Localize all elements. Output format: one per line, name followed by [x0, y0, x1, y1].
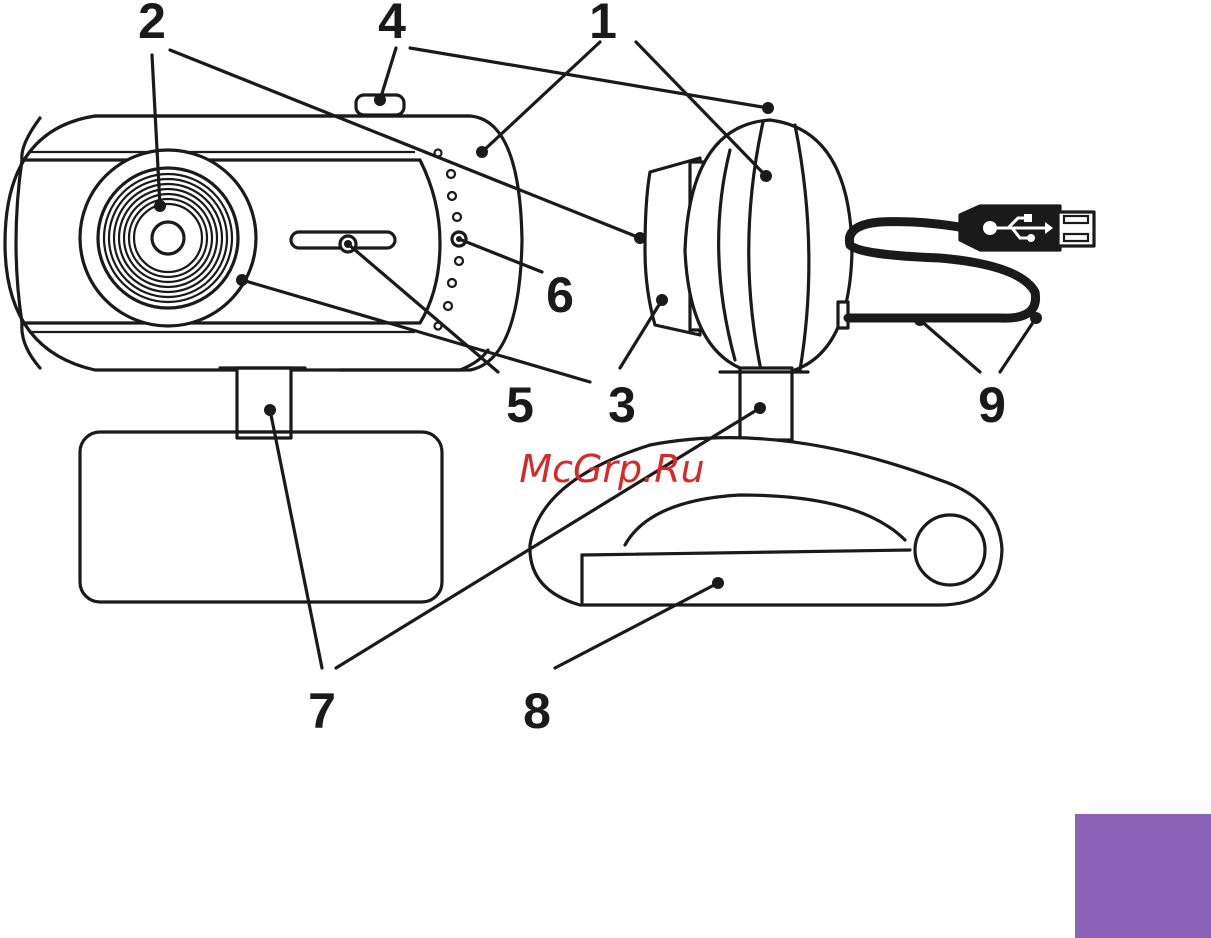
base-knob: [915, 515, 985, 585]
callout-8: 8: [523, 683, 551, 739]
corner-tab: [1075, 814, 1211, 938]
watermark: McGrp.Ru: [519, 447, 704, 491]
lens-glass: [152, 222, 184, 254]
callout-3: 3: [608, 377, 636, 433]
side-view-camera: [530, 120, 1094, 605]
front-clip-base: [80, 432, 442, 602]
front-view-camera: [5, 95, 522, 602]
callout-4: 4: [378, 0, 406, 49]
callout-5: 5: [506, 377, 534, 433]
callout-1: 1: [589, 0, 617, 49]
side-ball-head: [685, 120, 852, 375]
callout-9: 9: [978, 377, 1006, 433]
usb-plug: [960, 206, 1094, 250]
side-neck: [740, 368, 792, 440]
callout-2: 2: [138, 0, 166, 49]
front-neck: [237, 368, 291, 438]
lens-ring: [80, 150, 256, 326]
callout-6: 6: [546, 267, 574, 323]
callout-7: 7: [308, 683, 336, 739]
